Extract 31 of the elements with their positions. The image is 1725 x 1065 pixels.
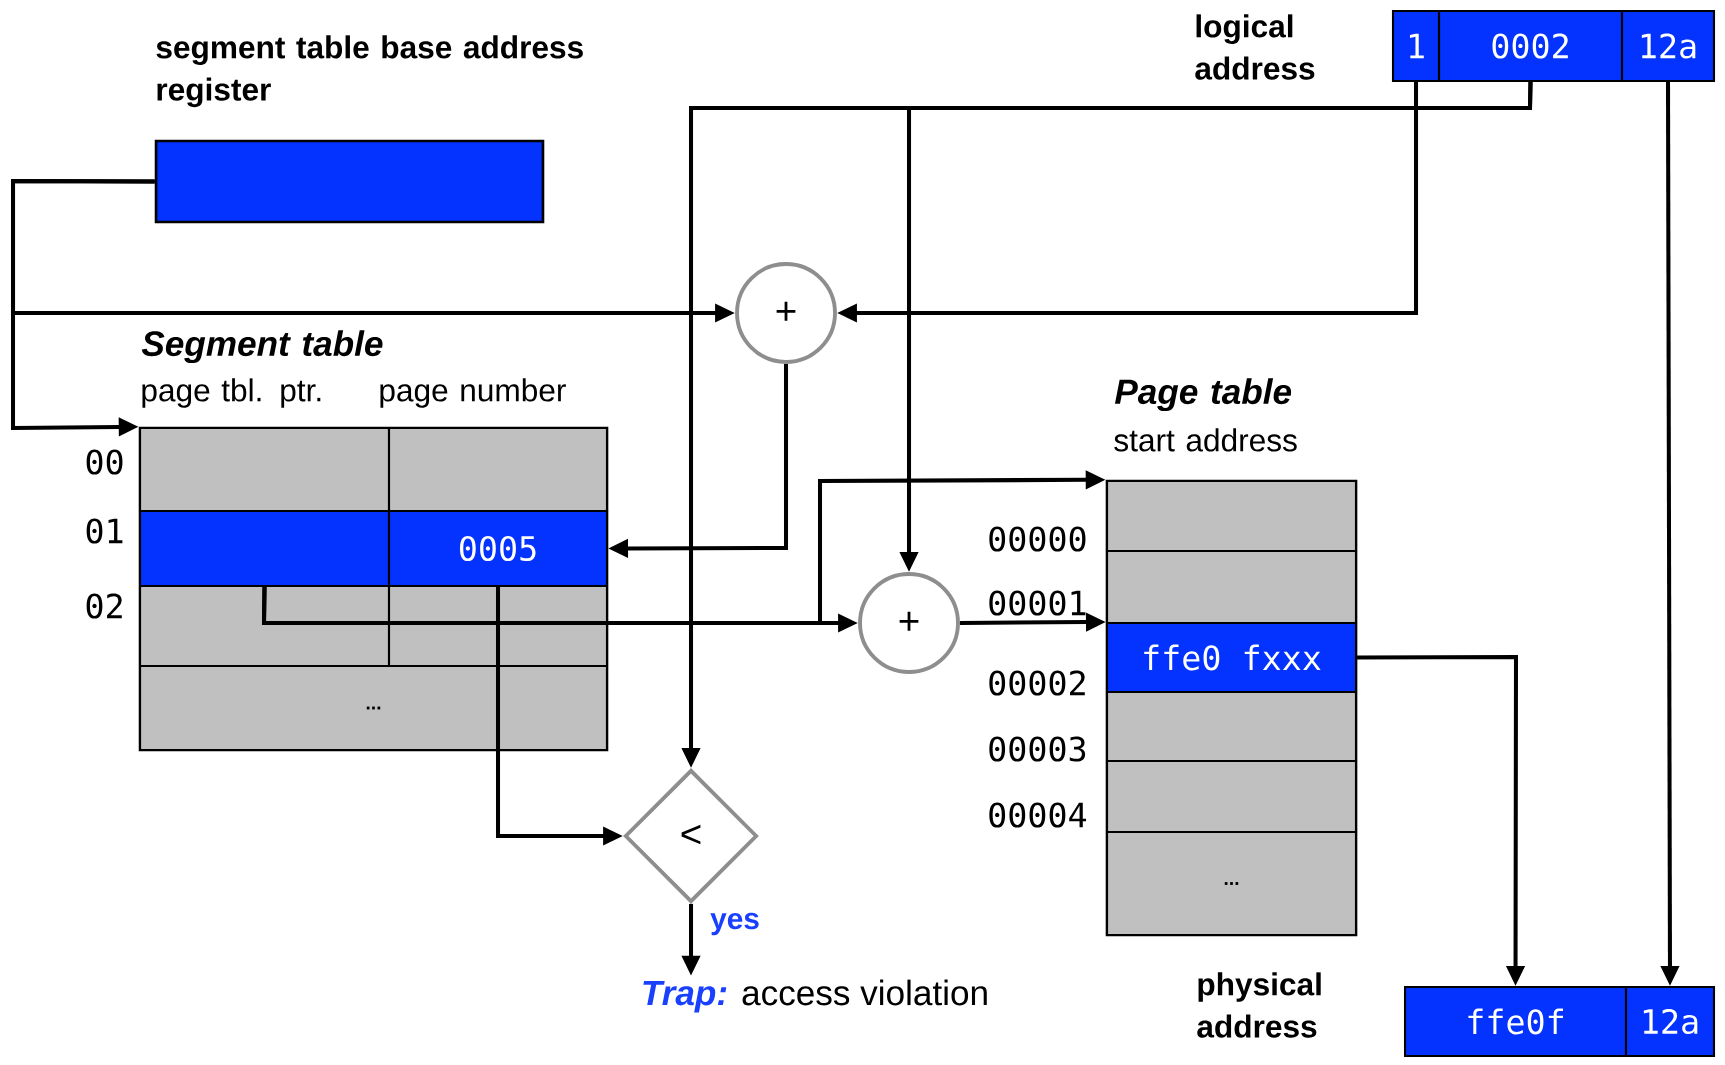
register-label: segment table base address register [156, 35, 583, 108]
table-title: Segment table [141, 330, 383, 364]
column-header: start address [1114, 428, 1297, 452]
table-cell [139, 426, 391, 513]
table-cell: ... [1105, 830, 1358, 937]
row-number: 00004 [989, 802, 1087, 828]
row-number: 00002 [989, 670, 1085, 696]
address-label: physical address [1197, 972, 1321, 1038]
edge-label: yes [708, 911, 762, 937]
row-number: 00 [86, 449, 123, 475]
address-cell: 12a [1620, 9, 1716, 83]
table-title: Page table [1114, 378, 1292, 412]
table-cell [1105, 759, 1358, 834]
table-cell [1105, 690, 1358, 763]
row-number: 00003 [989, 736, 1086, 762]
row-number: 02 [86, 593, 122, 619]
table-cell [139, 509, 391, 588]
address-label: logical address [1195, 14, 1315, 80]
table-cell [1105, 479, 1358, 553]
column-header: page tbl. ptr. [142, 378, 321, 408]
row-number: 00000 [989, 526, 1086, 552]
table-cell: 0005 [387, 509, 609, 588]
address-cell: 12a [1624, 985, 1716, 1058]
row-number: 01 [86, 518, 123, 544]
table-cell [1105, 549, 1358, 625]
column-header: page number [380, 378, 566, 408]
address-cell: 1 [1391, 9, 1441, 83]
trap-message: Trap: access violation [643, 979, 987, 1013]
row-number: 00001 [989, 590, 1086, 616]
table-cell [387, 426, 609, 513]
table-cell: ffe0 fxxx [1105, 621, 1358, 694]
